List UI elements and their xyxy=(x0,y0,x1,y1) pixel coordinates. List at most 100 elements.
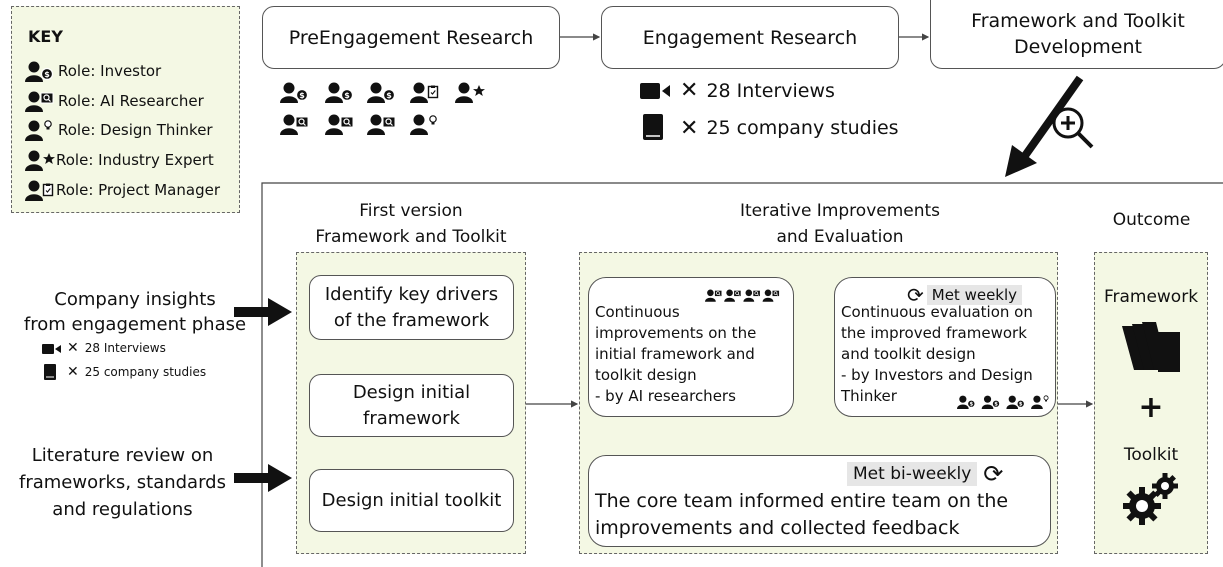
section-outcome: Outcome xyxy=(1094,210,1209,230)
input-company-studies-label: 25 company studies xyxy=(84,365,207,379)
input-company-interviews: ✕ 28 Interviews xyxy=(42,340,166,356)
book-icon xyxy=(44,364,56,380)
times-icon: ✕ xyxy=(680,78,699,103)
input-lit-line1: Literature review on xyxy=(31,445,214,466)
key-label-industry-expert: Role: Industry Expert xyxy=(56,151,214,169)
ai-researcher-icon xyxy=(762,289,780,302)
step-design-framework: Design initial framework xyxy=(309,374,514,437)
ai-researcher-icon xyxy=(724,289,742,302)
investor-icon xyxy=(981,395,1000,409)
project-manager-icon xyxy=(410,82,439,103)
magnifier-plus-icon xyxy=(1052,107,1094,149)
investor-icon xyxy=(367,82,396,103)
input-company-line1: Company insights xyxy=(54,289,216,310)
times-icon: ✕ xyxy=(67,340,79,356)
input-lit-line2: frameworks, standards xyxy=(19,472,226,493)
core-team-box: Met bi-weekly ⟳ The core team informed e… xyxy=(588,455,1051,547)
video-camera-icon xyxy=(640,82,670,99)
section-first-line1: First version xyxy=(359,201,463,221)
key-item-ai-researcher: Role: AI Researcher xyxy=(25,89,204,113)
outcome-framework-label: Framework xyxy=(1103,287,1199,307)
section-first-version: First version Framework and Toolkit xyxy=(295,198,527,250)
video-camera-icon xyxy=(42,343,61,354)
input-company-interviews-label: 28 Interviews xyxy=(84,341,166,355)
times-icon: ✕ xyxy=(680,115,699,141)
eval-line5: Thinker xyxy=(841,387,897,405)
eval-line3: and toolkit design xyxy=(841,345,976,363)
phase-engagement: Engagement Research xyxy=(601,6,899,69)
eval-line2: the improved framework xyxy=(841,324,1027,342)
design-thinker-icon xyxy=(410,114,437,135)
key-item-project-manager: Role: Project Manager xyxy=(25,178,220,202)
phase-framework-line2: Development xyxy=(1014,36,1142,58)
phase-preengagement: PreEngagement Research xyxy=(262,6,560,69)
core-line1: The core team informed entire team on th… xyxy=(595,490,1009,512)
ai-researcher-icon xyxy=(743,289,761,302)
ai-researcher-icon xyxy=(367,114,396,135)
section-iter-line1: Iterative Improvements xyxy=(739,201,941,221)
improve-line1: Continuous xyxy=(595,303,680,321)
investor-icon xyxy=(325,82,354,103)
arrow-right-literature xyxy=(234,464,292,492)
met-weekly-badge: Met weekly xyxy=(926,285,1023,305)
ai-researcher-icon xyxy=(325,114,354,135)
step2-line2: framework xyxy=(363,407,460,429)
key-label-project-manager: Role: Project Manager xyxy=(56,181,220,199)
improvements-box: Continuous improvements on the initial f… xyxy=(588,277,794,417)
key-item-investor: Role: Investor xyxy=(25,59,161,83)
engagement-interviews: ✕ 28 Interviews xyxy=(640,78,835,103)
step1-line2: of the framework xyxy=(333,309,490,331)
investor-icon xyxy=(280,82,309,103)
key-legend: KEY Role: Investor Role: AI Researcher R… xyxy=(11,6,240,213)
big-down-arrow xyxy=(1005,75,1084,177)
input-company-studies: ✕ 25 company studies xyxy=(42,364,206,380)
ai-researcher-icon xyxy=(280,114,309,135)
eval-line1: Continuous evaluation on xyxy=(841,303,1033,321)
phase-engagement-label: Engagement Research xyxy=(642,26,858,49)
investor-icon xyxy=(957,395,976,409)
design-thinker-icon xyxy=(1031,395,1049,409)
industry-expert-icon xyxy=(455,82,485,103)
phase-preengagement-label: PreEngagement Research xyxy=(288,26,534,49)
section-iterative: Iterative Improvements and Evaluation xyxy=(690,198,990,250)
phase-framework-development: Framework and Toolkit Development xyxy=(930,0,1223,69)
refresh-icon: ⟳ xyxy=(983,460,1004,488)
ai-researcher-icon xyxy=(705,289,723,302)
evaluation-box: ⟳ Met weekly Continuous evaluation on th… xyxy=(834,277,1056,417)
book-icon xyxy=(643,114,663,140)
section-first-line2: Framework and Toolkit xyxy=(315,227,507,247)
investor-design-group xyxy=(957,395,1049,409)
refresh-icon: ⟳ xyxy=(907,283,924,307)
eval-line4: - by Investors and Design xyxy=(841,366,1033,384)
improve-line5: - by AI researchers xyxy=(595,387,736,405)
phase-framework-line1: Framework and Toolkit xyxy=(971,10,1185,32)
gears-icon xyxy=(1123,473,1178,525)
section-outcome-label: Outcome xyxy=(1112,210,1191,230)
met-biweekly-badge: Met bi-weekly xyxy=(847,462,978,486)
key-item-design-thinker: Role: Design Thinker xyxy=(25,118,213,142)
improve-line2: improvements on the xyxy=(595,324,757,342)
outcome-toolkit-label: Toolkit xyxy=(1123,445,1179,465)
step1-line1: Identify key drivers xyxy=(324,283,499,305)
preengagement-participants xyxy=(280,82,485,135)
key-title: KEY xyxy=(28,27,63,46)
core-line2: improvements and collected feedback xyxy=(595,517,960,539)
times-icon: ✕ xyxy=(67,364,79,380)
investor-icon xyxy=(1006,395,1025,409)
key-label-investor: Role: Investor xyxy=(58,62,162,80)
engagement-studies-label: 25 company studies xyxy=(706,117,899,139)
step3-label: Design initial toolkit xyxy=(321,490,502,511)
key-item-industry-expert: Role: Industry Expert xyxy=(25,148,214,172)
engagement-studies: ✕ 25 company studies xyxy=(640,114,899,142)
input-literature-review: Literature review on frameworks, standar… xyxy=(10,442,235,523)
key-label-ai-researcher: Role: AI Researcher xyxy=(58,92,204,110)
step-design-toolkit: Design initial toolkit xyxy=(309,469,514,532)
stack-icon xyxy=(1122,322,1180,372)
input-company-insights: Company insights from engagement phase xyxy=(20,287,250,337)
improve-line4: toolkit design xyxy=(595,366,697,384)
step2-line1: Design initial xyxy=(352,381,471,403)
section-iter-line2: and Evaluation xyxy=(776,227,904,247)
improve-line3: initial framework and xyxy=(595,345,755,363)
input-company-line2: from engagement phase xyxy=(23,314,247,335)
engagement-interviews-label: 28 Interviews xyxy=(706,79,835,102)
